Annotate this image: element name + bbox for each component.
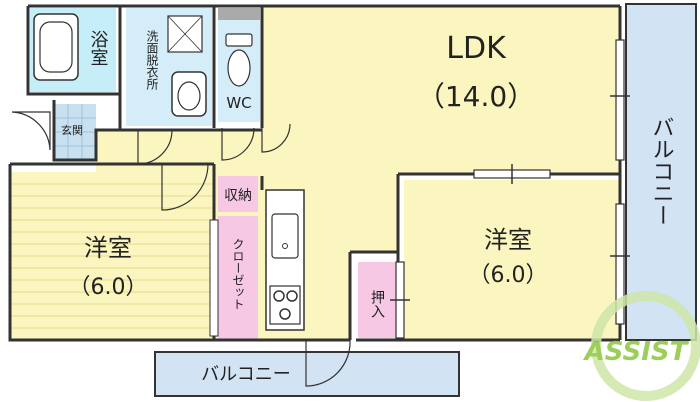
- bedroom-right-label: 洋室: [484, 226, 532, 254]
- balcony-bottom: [154, 351, 460, 397]
- burner-icon: [286, 290, 298, 302]
- balcony-right-label: バルコニー: [649, 116, 674, 226]
- ldk-size: （14.0）: [417, 80, 535, 113]
- toilet-bowl-icon: [227, 49, 251, 87]
- toilet-vent: [218, 8, 260, 20]
- bedroom-left-label: 洋室: [84, 234, 132, 262]
- closet-room: [218, 216, 258, 340]
- bathtub-icon: [33, 13, 79, 81]
- balcony-bottom-label: バルコニー: [201, 364, 291, 385]
- washbasin-bowl: [177, 81, 201, 111]
- bath-label: 浴室: [88, 30, 109, 66]
- ldk-label: LDK: [446, 31, 507, 66]
- bedroom-left-size: （6.0）: [69, 275, 148, 300]
- toilet-label: WC: [226, 94, 251, 112]
- washer-diag: [167, 15, 203, 53]
- storage-label: 収納: [224, 188, 252, 204]
- entrance-grid: [54, 104, 96, 160]
- washroom-label: 洗面脱衣所: [145, 30, 159, 90]
- balcony-right: [625, 3, 697, 341]
- sink-drain-icon: [282, 243, 288, 249]
- kitchen-sink-icon: [271, 213, 299, 259]
- storage-room: [218, 176, 258, 212]
- assist-logo: ASSIST: [583, 291, 700, 401]
- oshiire-room: [358, 262, 396, 338]
- hall-floor: [96, 130, 262, 172]
- closet-label: クローゼット: [231, 238, 245, 310]
- bathtub-inner: [39, 21, 73, 73]
- toilet-tank-icon: [225, 33, 253, 47]
- oshiire-label: 押入: [369, 290, 385, 318]
- windows: [209, 39, 630, 339]
- bedroom-left-floor-lines: [10, 183, 214, 329]
- bedroom-right-room: [404, 180, 620, 340]
- entrance-label: 玄関: [61, 123, 83, 137]
- burner-icon: [273, 290, 285, 302]
- walls: [8, 4, 622, 342]
- bedroom-right-size: （6.0）: [469, 263, 548, 288]
- doors: [11, 111, 351, 387]
- burner-icon: [279, 308, 291, 320]
- watermark-text: ASSIST: [583, 337, 690, 367]
